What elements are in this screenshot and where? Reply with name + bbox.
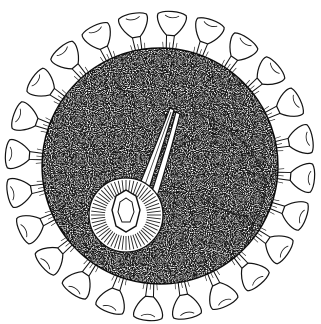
projection [133, 278, 165, 321]
projection [155, 10, 187, 53]
projection [4, 139, 47, 171]
inner-core [112, 190, 140, 232]
projection [272, 161, 315, 193]
